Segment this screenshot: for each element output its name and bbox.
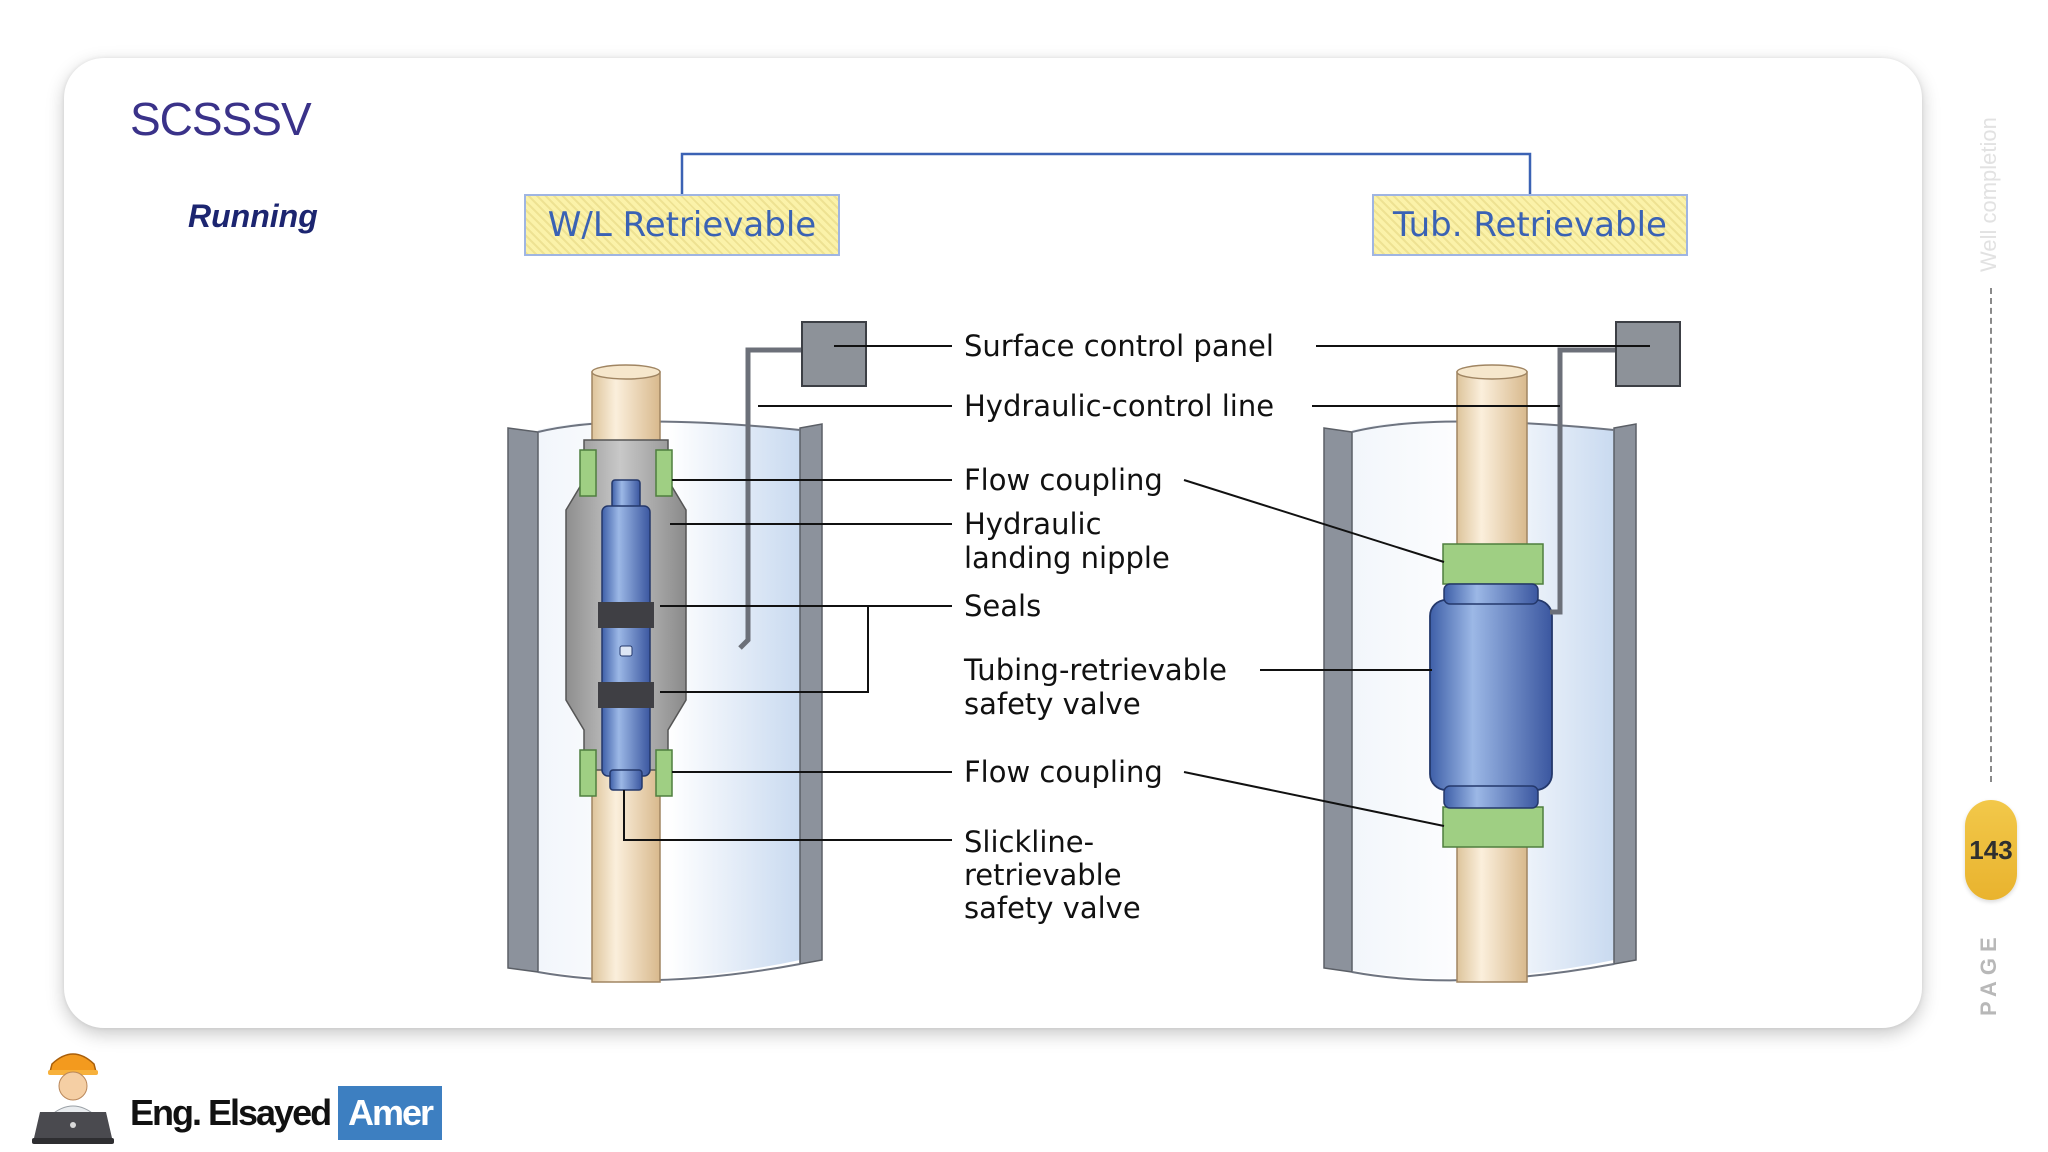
left-surface-control-panel (801, 321, 867, 387)
left-hydraulic-line (738, 347, 802, 650)
label-hydraulic-control-line: Hydraulic-control line (964, 389, 1274, 423)
right-casing-wall-right (1613, 423, 1637, 965)
slide-title: SCSSSV (130, 93, 312, 145)
label-slickline-1: Slickline- (964, 825, 1094, 859)
left-flow-coupling-bot-r (655, 749, 673, 797)
label-slickline-2: retrievable (964, 858, 1122, 892)
left-flow-coupling-bot-l (579, 749, 597, 797)
page-number: 143 (1969, 834, 2013, 865)
method-box-wl-retrievable: W/L Retrievable (524, 194, 840, 256)
section-side-label: Well completion (1976, 117, 2001, 272)
slickline-valve-neck (611, 479, 641, 509)
right-hydraulic-line (1550, 347, 1650, 615)
right-assembly (1323, 321, 1681, 983)
label-tubing-retrievable-1: Tubing-retrievable (963, 653, 1227, 687)
left-casing-wall-left (507, 427, 539, 973)
brand-highlight: Amer (338, 1086, 443, 1140)
method-connector (680, 152, 1532, 194)
engineer-laptop-icon (32, 1053, 114, 1144)
label-hydraulic-landing-nipple-1: Hydraulic (964, 507, 1102, 541)
brand-name: Eng. Elsayed (130, 1092, 332, 1133)
diagram-labels: Surface control panel Hydraulic-control … (963, 329, 1274, 925)
left-assembly (507, 321, 867, 983)
page-word-label: PAGE (1976, 931, 2001, 1016)
page-number-badge: 143 (1965, 800, 2017, 900)
seal-band-upper (598, 602, 654, 628)
label-flow-coupling-bottom: Flow coupling (964, 755, 1163, 789)
tubing-retrievable-valve (1429, 599, 1553, 791)
label-hydraulic-landing-nipple-2: landing nipple (964, 541, 1170, 575)
page-rail (1990, 288, 1992, 782)
method-box-tubing-retrievable: Tub. Retrievable (1372, 194, 1688, 256)
right-casing-wall-left (1323, 427, 1353, 973)
label-seals: Seals (964, 589, 1041, 623)
seal-band-lower (598, 682, 654, 708)
scsssv-diagram: Surface control panel Hydraulic-control … (507, 321, 1681, 983)
slide-subtitle: Running (188, 198, 318, 234)
label-surface-control-panel: Surface control panel (964, 329, 1274, 363)
slickline-valve-body (601, 505, 651, 777)
label-flow-coupling-top: Flow coupling (964, 463, 1163, 497)
brand-footer: Eng. Elsayed Amer (28, 1046, 468, 1146)
left-flow-coupling-top-r (655, 449, 673, 497)
right-surface-control-panel (1615, 321, 1681, 387)
leader-lines (623, 345, 1650, 841)
right-flow-coupling-top (1442, 543, 1544, 585)
label-tubing-retrievable-2: safety valve (964, 687, 1141, 721)
left-casing-wall-right (799, 423, 823, 965)
right-flow-coupling-bottom (1442, 806, 1544, 848)
label-slickline-3: safety valve (964, 891, 1141, 925)
left-flow-coupling-top-l (579, 449, 597, 497)
